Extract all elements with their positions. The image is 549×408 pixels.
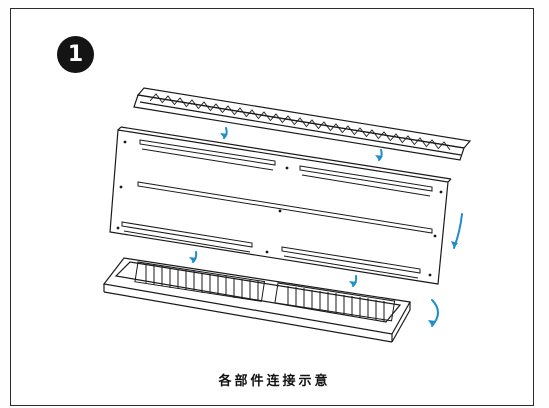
- step-number-badge: 1: [57, 36, 94, 73]
- top-rail: [133, 87, 472, 161]
- panel-holes: [116, 140, 443, 277]
- arrow-heads: [189, 133, 458, 326]
- middle-panel: [109, 126, 452, 285]
- roller-segments: [134, 261, 396, 322]
- top-rail-slats: [149, 93, 451, 151]
- bottom-trough: [102, 257, 411, 343]
- panel-slots: [121, 139, 433, 279]
- diagram-caption: 各部件连接示意: [218, 374, 331, 389]
